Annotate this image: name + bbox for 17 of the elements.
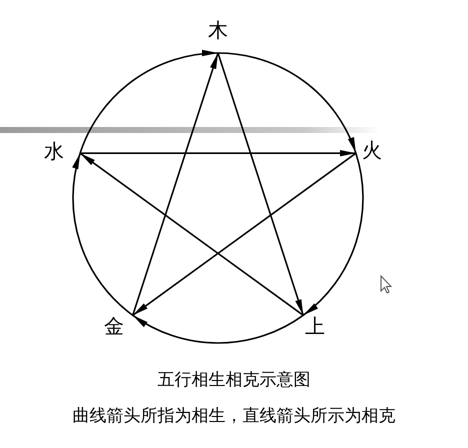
element-label: 金 [104,316,124,336]
curved-arrow [132,314,304,344]
element-label: 木 [208,20,228,40]
curved-arrow [302,153,364,316]
element-label: 上 [305,316,325,336]
element-label: 水 [44,141,64,161]
straight-arrow [217,52,304,316]
straight-arrow [80,150,356,156]
straight-arrow [132,152,356,316]
diagram-caption: 曲线箭头所指为相生，直线箭头所示为相克 [72,408,396,425]
curved-arrow [79,50,218,154]
element-label: 火 [362,140,382,160]
straight-arrow [132,52,219,316]
diagram-title: 五行相生相克示意图 [158,372,310,389]
straight-arrow [80,152,304,316]
curved-arrow [72,153,134,316]
curved-arrow [218,52,357,154]
